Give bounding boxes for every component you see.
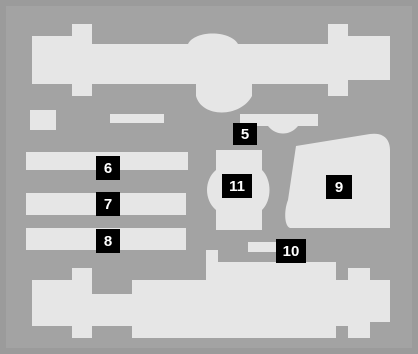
label-11: 11 bbox=[222, 174, 252, 198]
label-9: 9 bbox=[326, 175, 352, 199]
pocket-bottom-axle bbox=[32, 250, 390, 338]
pocket-slot-10 bbox=[248, 242, 288, 252]
label-8: 8 bbox=[96, 229, 120, 253]
label-10: 10 bbox=[276, 239, 306, 263]
label-5: 5 bbox=[233, 123, 257, 145]
label-7: 7 bbox=[96, 192, 120, 216]
pocket-top-axle bbox=[32, 24, 390, 113]
label-6: 6 bbox=[96, 156, 120, 180]
pocket-slot-5 bbox=[240, 114, 318, 134]
pocket-small-square bbox=[30, 110, 56, 130]
pocket-thin-bar bbox=[110, 114, 164, 123]
